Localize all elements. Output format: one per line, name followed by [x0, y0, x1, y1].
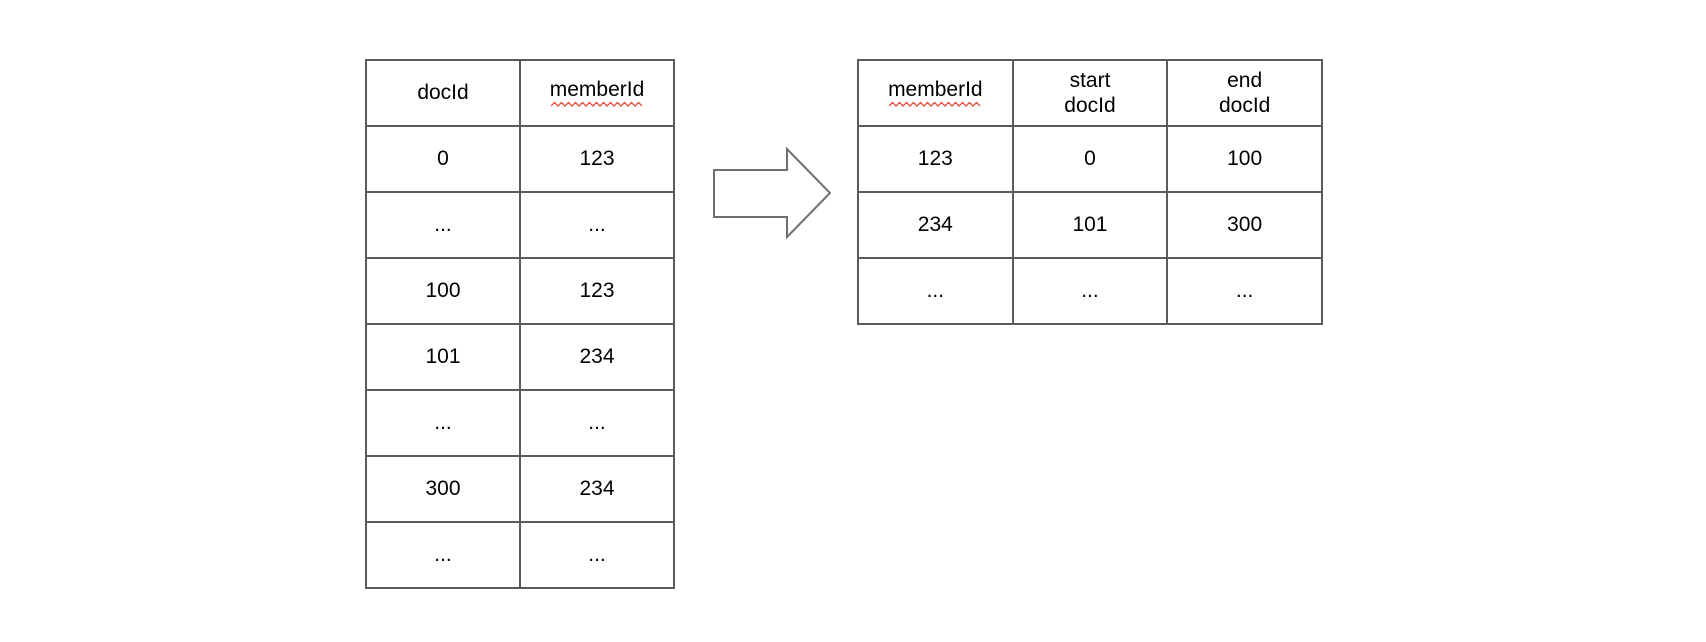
table-cell: 100: [1166, 125, 1323, 193]
table-row: 123 0 100: [857, 125, 1323, 193]
table-cell: 234: [857, 191, 1014, 259]
table-row: 101 234: [365, 323, 675, 391]
column-header-text-wrap: memberId: [888, 78, 983, 108]
table-cell: ...: [365, 191, 521, 259]
header-row: memberId start docId end docId: [857, 59, 1323, 127]
memberid-range-table: memberId start docId end docId 123 0 100…: [857, 59, 1323, 325]
table-cell: 123: [519, 257, 675, 325]
table-cell: ...: [857, 257, 1014, 325]
table-cell: 300: [1166, 191, 1323, 259]
table-row: ... ...: [365, 191, 675, 259]
table-cell: ...: [365, 389, 521, 457]
table-cell: 234: [519, 455, 675, 523]
column-header-text: start: [1069, 69, 1111, 92]
table-row: 234 101 300: [857, 191, 1323, 259]
spellcheck-underline-icon: [551, 101, 643, 108]
table-cell: ...: [519, 521, 675, 589]
table-cell: 101: [365, 323, 521, 391]
table-cell: 101: [1011, 191, 1169, 259]
table-row: 100 123: [365, 257, 675, 325]
header-row: docId memberId: [365, 59, 675, 127]
table-cell: 123: [519, 125, 675, 193]
column-header-text: end: [1227, 69, 1263, 92]
column-header-memberid: memberId: [857, 59, 1014, 127]
column-header-text: docId: [1218, 94, 1271, 117]
table-row: ... ...: [365, 521, 675, 589]
table-cell: ...: [365, 521, 521, 589]
table-cell: ...: [519, 191, 675, 259]
table-row: 0 123: [365, 125, 675, 193]
table-cell: ...: [1011, 257, 1169, 325]
table-row: ... ...: [365, 389, 675, 457]
table-cell: 300: [365, 455, 521, 523]
table-cell: 0: [1011, 125, 1169, 193]
spellcheck-underline-icon: [889, 101, 981, 108]
table-cell: 123: [857, 125, 1014, 193]
column-header-text: memberId: [549, 78, 645, 101]
column-header-end-docid: end docId: [1166, 59, 1323, 127]
column-header-text: memberId: [888, 78, 983, 101]
column-header-memberid: memberId: [519, 59, 675, 127]
column-header-text-wrap: memberId: [549, 78, 645, 108]
table-cell: ...: [519, 389, 675, 457]
table-row: ... ... ...: [857, 257, 1323, 325]
table-cell: 234: [519, 323, 675, 391]
column-header-start-docid: start docId: [1011, 59, 1169, 127]
right-block-arrow-icon: [713, 147, 832, 240]
column-header-text: docId: [1064, 94, 1116, 117]
table-cell: 100: [365, 257, 521, 325]
docid-memberid-table: docId memberId 0 123 ... ... 100 123 101: [365, 59, 675, 589]
table-cell: 0: [365, 125, 521, 193]
table-row: 300 234: [365, 455, 675, 523]
column-header-docid: docId: [365, 59, 521, 127]
table-cell: ...: [1166, 257, 1323, 325]
